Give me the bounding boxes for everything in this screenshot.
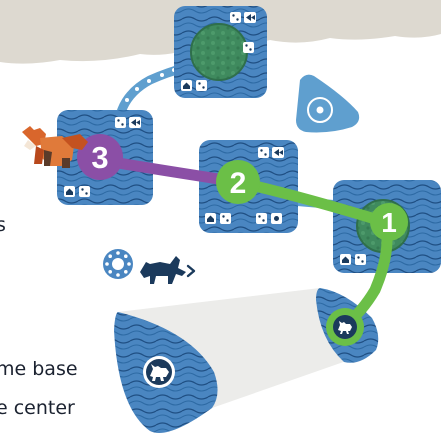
- arrow-icon: [188, 266, 194, 276]
- dice-icon: [115, 117, 126, 128]
- dice-icon: [258, 147, 269, 158]
- house-icon: [340, 254, 351, 265]
- step-marker-1: 1: [370, 203, 408, 241]
- text-fragment-base: me base: [0, 358, 78, 380]
- fish-icon: [272, 147, 284, 158]
- text-fragment-top: s: [0, 214, 6, 236]
- fox-token: [143, 356, 175, 388]
- legend: [80, 249, 194, 284]
- dice-icon: [220, 213, 231, 224]
- text-fragment-center: e center: [0, 397, 75, 419]
- tile-forest-top: [174, 6, 267, 98]
- dice-icon: [230, 12, 241, 23]
- house-icon: [205, 213, 216, 224]
- dice-icon: [256, 213, 267, 224]
- target-token: [296, 75, 359, 133]
- path-endpoint: [326, 308, 364, 346]
- step-marker-label: 2: [230, 167, 247, 200]
- fish-icon: [244, 12, 256, 23]
- target-icon: [271, 213, 282, 224]
- house-icon: [64, 186, 75, 197]
- dice-icon: [243, 42, 254, 53]
- fox-icon: [140, 256, 186, 284]
- dice-icon: [79, 186, 90, 197]
- moon-icon: [80, 250, 104, 278]
- house-icon: [181, 80, 192, 91]
- dice-icon: [355, 254, 366, 265]
- step-marker-2: 2: [216, 160, 260, 204]
- fish-icon: [129, 117, 141, 128]
- ring-of-dots-icon: [103, 249, 133, 279]
- forest-circle: [191, 24, 247, 80]
- dice-icon: [196, 80, 207, 91]
- step-marker-label: 3: [91, 140, 108, 175]
- step-marker-label: 1: [381, 207, 397, 238]
